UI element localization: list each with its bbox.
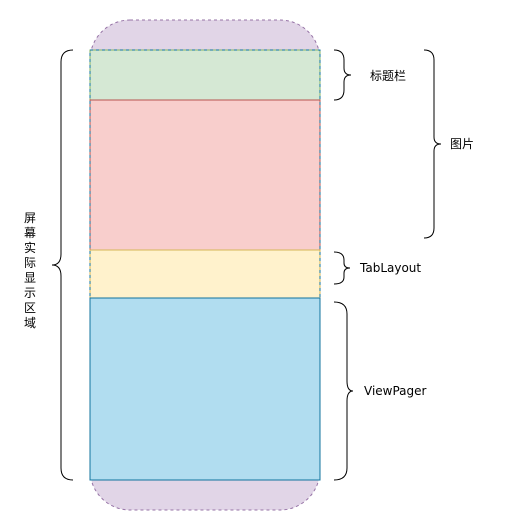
screen-area-brace [51, 49, 74, 481]
screen-area-char: 区 [24, 301, 36, 315]
view-pager-block [89, 297, 321, 481]
screen-bounds [89, 49, 321, 481]
tab-layout-block [89, 249, 321, 299]
image-brace [423, 49, 442, 239]
image-block [89, 99, 321, 251]
screen-area-char: 显 [24, 271, 36, 285]
screen-area-label: 屏 幕 实 际 显 示 区 域 [24, 211, 36, 330]
screen-area-char: 域 [24, 316, 36, 330]
screen-area-char: 幕 [24, 226, 36, 240]
view-pager-label: ViewPager [364, 384, 427, 398]
title-bar-brace [333, 49, 352, 101]
screen-area-char: 实 [24, 240, 36, 255]
title-bar-block [89, 49, 321, 101]
screen-area-char: 示 [24, 286, 36, 300]
tab-layout-brace [333, 251, 351, 285]
image-label: 图片 [450, 137, 474, 151]
view-pager-brace [333, 301, 354, 481]
screen-area-char: 际 [24, 256, 36, 270]
title-bar-label: 标题栏 [370, 68, 406, 83]
screen-area-char: 屏 [24, 211, 36, 225]
tab-layout-label: TabLayout [359, 261, 421, 275]
